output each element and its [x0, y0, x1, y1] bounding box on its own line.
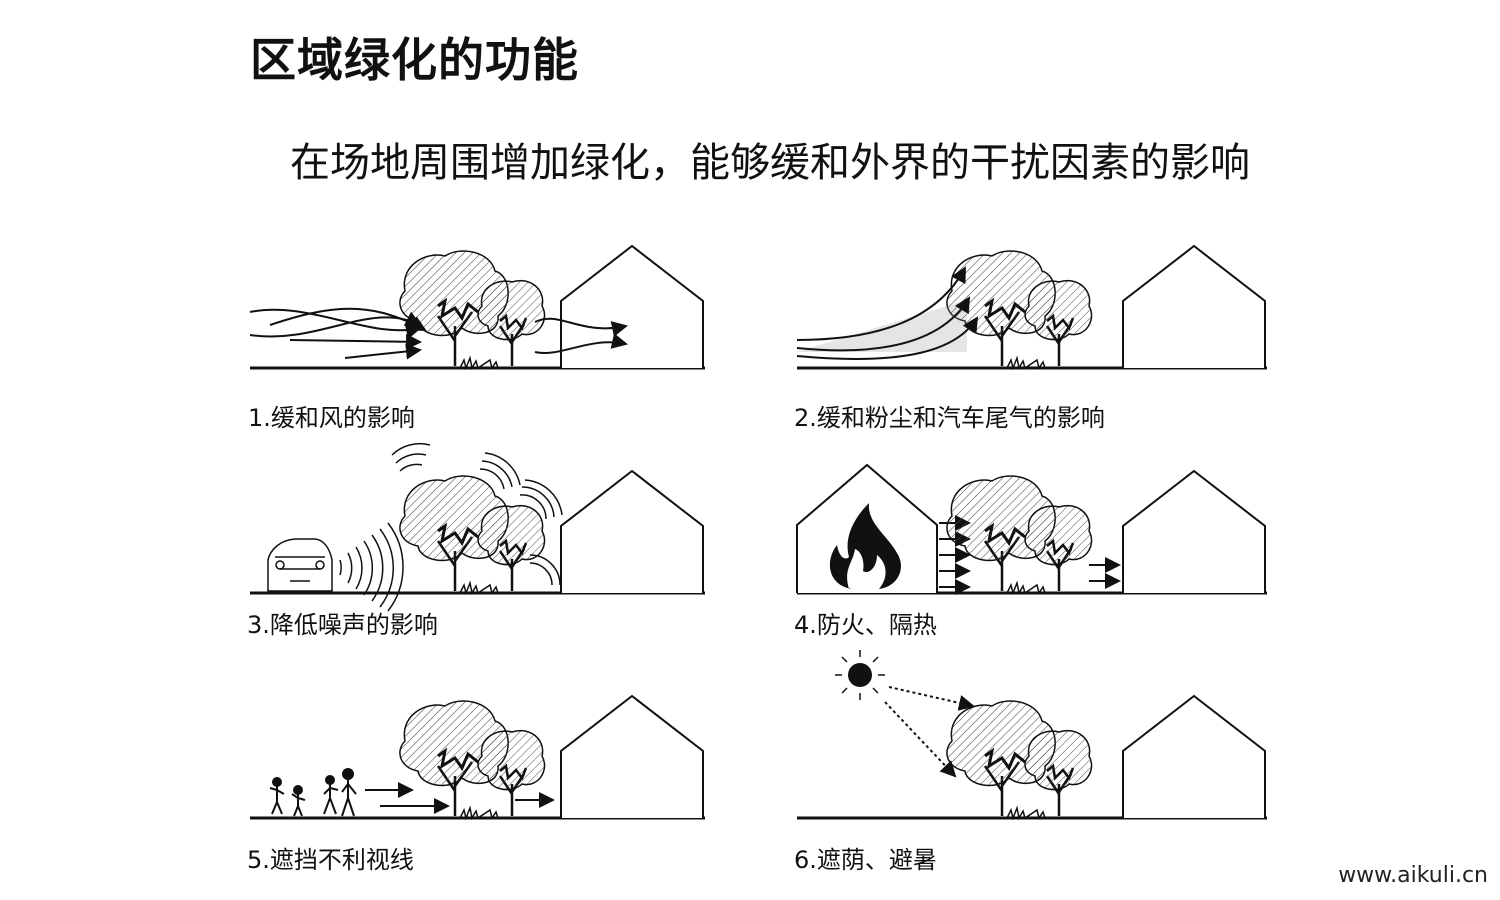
panel-wind: 1.缓和风的影响	[248, 240, 720, 432]
panel-noise: 3.降低噪声的影响	[247, 442, 720, 639]
people-icon	[269, 768, 357, 817]
sun-icon	[835, 650, 885, 700]
dust-diagram	[796, 245, 1267, 370]
noise-diagram	[250, 442, 705, 612]
sightline-diagram	[250, 695, 705, 820]
dust-icon	[796, 266, 979, 360]
page-title: 区域绿化的功能	[250, 33, 579, 87]
fire-diagram	[796, 463, 1267, 595]
wind-diagram	[249, 245, 705, 370]
panel-caption: 4.防火、隔热	[794, 611, 937, 639]
panel-shade: 6.遮荫、避暑	[794, 650, 1267, 874]
panel-dust: 2.缓和粉尘和汽车尾气的影响	[794, 240, 1267, 432]
subtitle-text: 在场地周围增加绿化，能够缓和外界的干扰因素的影响	[290, 140, 1250, 186]
panel-fire: 4.防火、隔热	[794, 463, 1267, 639]
panel-caption: 2.缓和粉尘和汽车尾气的影响	[794, 404, 1105, 432]
watermark: www.aikuli.cn	[1338, 863, 1488, 888]
page-subtitle: 在场地周围增加绿化，能够缓和外界的干扰因素的影响	[250, 138, 1260, 188]
wind-arrows-icon	[249, 307, 628, 360]
panel-caption: 6.遮荫、避暑	[794, 846, 937, 874]
shade-diagram	[797, 650, 1267, 820]
car-noise-icon	[267, 442, 563, 612]
panel-caption: 5.遮挡不利视线	[247, 846, 414, 874]
panel-caption: 3.降低噪声的影响	[247, 611, 438, 639]
panel-caption: 1.缓和风的影响	[248, 404, 415, 432]
fire-icon	[829, 503, 901, 589]
panel-sightline: 5.遮挡不利视线	[247, 690, 720, 874]
